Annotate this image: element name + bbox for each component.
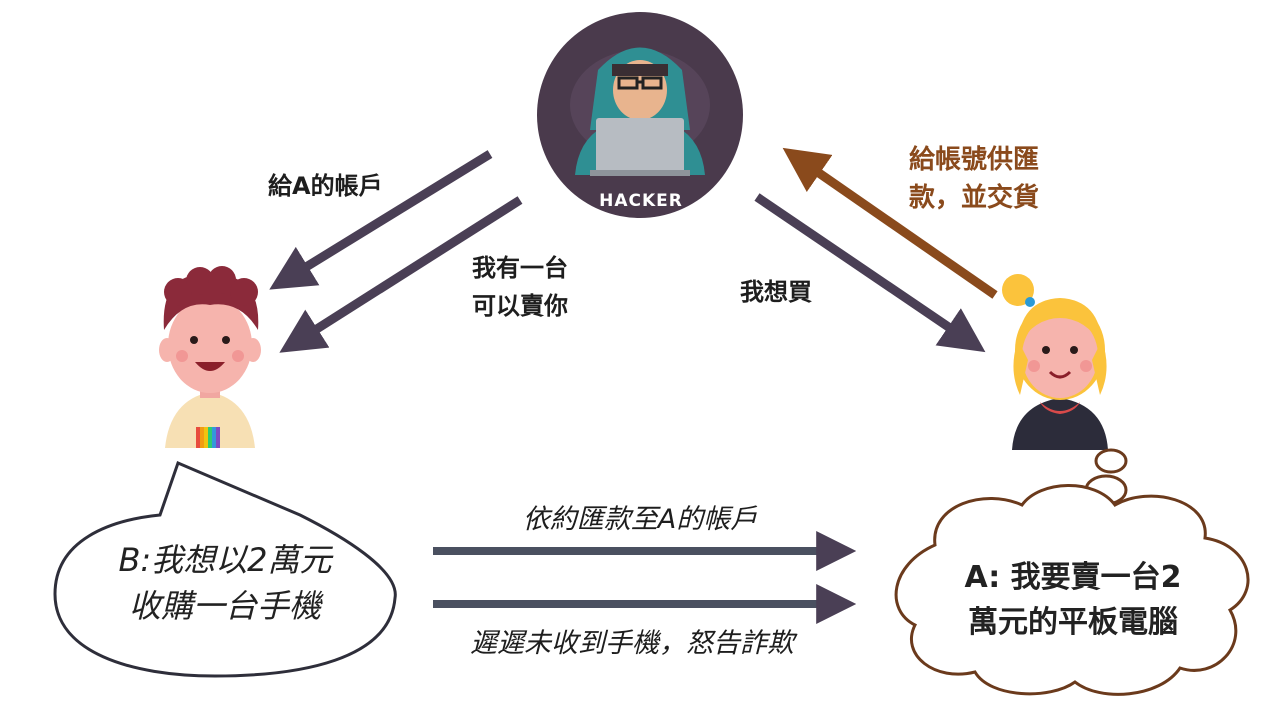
label-to-b-account: 給A的帳戶 [268, 172, 383, 200]
hacker-badge: HACKER [599, 191, 683, 211]
girl-a-avatar [1002, 274, 1108, 450]
label-offer-line1: 我有一台 [472, 254, 568, 282]
label-offer-line2: 可以賣你 [472, 292, 568, 320]
arrow-hacker-to-a [754, 193, 986, 353]
label-pay-line1: 給帳號供匯 [909, 144, 1039, 175]
label-remit: 依約匯款至A的帳戶 [523, 504, 758, 535]
speech-bubble-b: B:我想以2萬元 收購一台手機 [53, 460, 397, 678]
boy-b-avatar [159, 266, 261, 448]
label-not-received: 遲遲未收到手機，怒告詐欺 [470, 628, 798, 659]
thought-cloud-a: A: 我要賣一台2 萬元的平板電腦 [894, 448, 1250, 696]
cloud-a-line1: A: 我要賣一台2 [964, 560, 1181, 595]
arrow-hacker-to-b-lower [279, 196, 523, 353]
label-pay-line2: 款，並交貨 [909, 182, 1039, 213]
cloud-a-line2: 萬元的平板電腦 [968, 605, 1178, 640]
arrow-a-to-hacker [782, 147, 998, 299]
label-want-buy: 我想買 [740, 278, 812, 306]
bubble-b-line2: 收購一台手機 [129, 587, 324, 625]
bubble-b-line1: B:我想以2萬元 [118, 541, 333, 579]
hacker-avatar: HACKER [537, 12, 743, 218]
arrow-hacker-to-b-upper [269, 150, 493, 290]
